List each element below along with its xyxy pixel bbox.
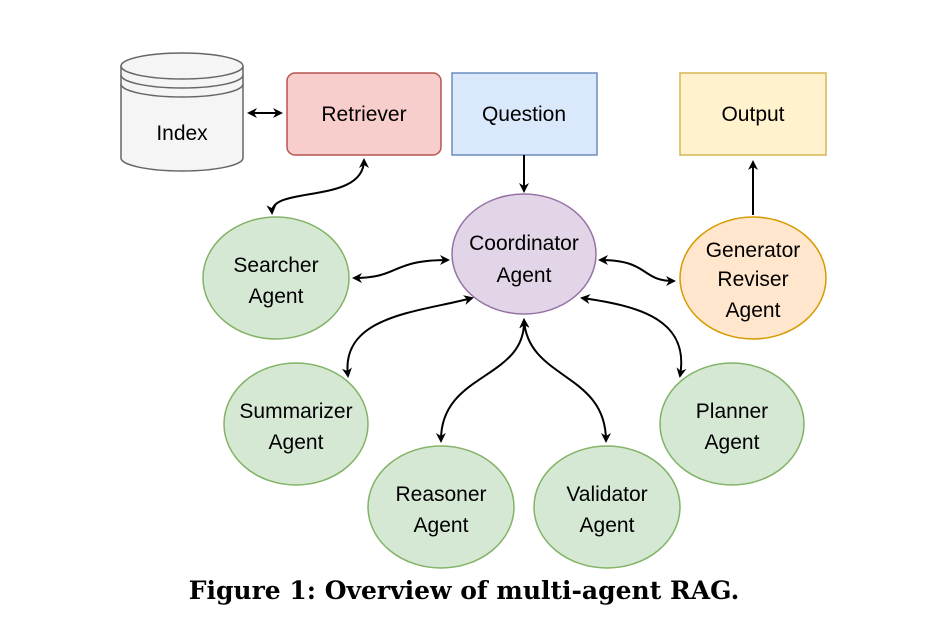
index-cylinder-shape: [120, 66, 244, 172]
index-cylinder-top: [120, 52, 244, 80]
summarizer-label-1: Summarizer: [239, 400, 352, 423]
searcher-label-2: Agent: [249, 285, 304, 308]
edge-coordinator-reasoner: [435, 318, 530, 443]
planner-agent-node: Planner Agent: [659, 362, 805, 486]
retriever-label: Retriever: [321, 103, 406, 126]
question-label: Question: [482, 103, 566, 126]
generator-label-3: Agent: [726, 299, 781, 322]
index-label: Index: [156, 122, 208, 145]
question-node: Question: [451, 72, 598, 156]
reasoner-agent-node: Reasoner Agent: [367, 445, 515, 569]
validator-ellipse: [533, 445, 681, 569]
edge-searcher-coordinator: [352, 255, 450, 283]
searcher-agent-node: Searcher Agent: [202, 216, 350, 340]
generator-label-2: Reviser: [717, 268, 788, 291]
retriever-node: Retriever: [286, 72, 442, 156]
question-box: [451, 72, 598, 156]
output-label: Output: [721, 103, 784, 126]
coordinator-label-1: Coordinator: [469, 232, 579, 255]
generator-label-1: Generator: [706, 239, 801, 262]
reasoner-ellipse: [367, 445, 515, 569]
edge-coordinator-validator: [519, 318, 611, 443]
planner-label-1: Planner: [696, 400, 768, 423]
reasoner-label-2: Agent: [414, 514, 469, 537]
retriever-box: [286, 72, 442, 156]
output-node: Output: [679, 72, 827, 156]
summarizer-ellipse: [223, 362, 369, 486]
edge-coordinator-generator: [598, 255, 676, 286]
figure-caption: Figure 1: Overview of multi-agent RAG.: [188, 576, 740, 605]
validator-label-1: Validator: [566, 483, 647, 506]
index-cylinder-ring-1: [120, 74, 244, 89]
reasoner-label-1: Reasoner: [395, 483, 486, 506]
coordinator-label-2: Agent: [497, 264, 552, 287]
index-cylinder-ring-2: [120, 83, 244, 98]
summarizer-agent-node: Summarizer Agent: [223, 362, 369, 486]
planner-ellipse: [659, 362, 805, 486]
validator-agent-node: Validator Agent: [533, 445, 681, 569]
searcher-ellipse: [202, 216, 350, 340]
edge-coordinator-summarizer: [342, 295, 474, 378]
output-box: [679, 72, 827, 156]
coordinator-agent-node: Coordinator Agent: [451, 193, 597, 315]
edge-coordinator-planner: [580, 294, 687, 378]
planner-label-2: Agent: [705, 431, 760, 454]
validator-label-2: Agent: [580, 514, 635, 537]
edge-retriever-searcher: [266, 158, 369, 215]
index-node: Index: [120, 52, 244, 172]
searcher-label-1: Searcher: [233, 254, 318, 277]
generator-ellipse: [679, 216, 827, 340]
coordinator-ellipse: [451, 193, 597, 315]
summarizer-label-2: Agent: [269, 431, 324, 454]
generator-reviser-agent-node: Generator Reviser Agent: [679, 216, 827, 340]
